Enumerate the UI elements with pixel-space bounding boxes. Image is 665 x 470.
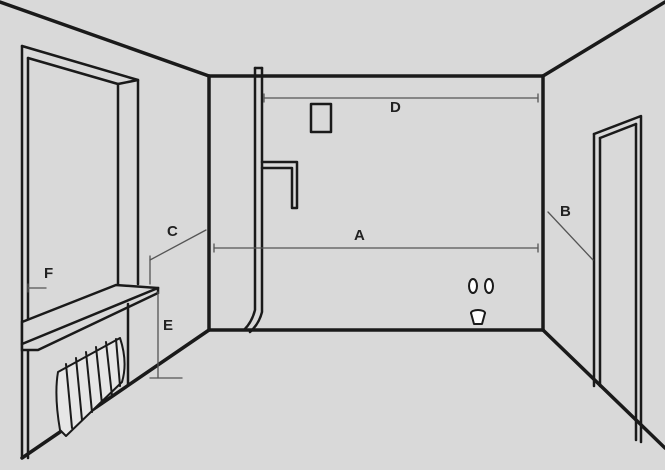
label-b: B xyxy=(560,203,571,220)
floor-right-edge xyxy=(541,328,665,450)
footprints-icon xyxy=(468,278,494,294)
label-d: D xyxy=(390,99,401,116)
door xyxy=(592,114,643,444)
label-f: F xyxy=(44,265,53,282)
dimension-b-line xyxy=(547,211,594,261)
label-e: E xyxy=(163,317,173,334)
wall-socket-frame xyxy=(309,102,333,134)
dimension-c-line xyxy=(149,229,207,261)
floor-left-edge xyxy=(20,328,211,460)
pipe xyxy=(242,66,299,334)
label-a: A xyxy=(354,227,365,244)
cup-icon xyxy=(470,309,486,325)
radiator xyxy=(55,337,126,437)
room-edges xyxy=(0,0,665,460)
ceiling-right-edge xyxy=(541,0,665,78)
dimension-lines xyxy=(27,93,594,379)
ceiling-left-edge xyxy=(0,0,211,78)
label-c: C xyxy=(167,223,178,240)
window xyxy=(20,44,140,460)
